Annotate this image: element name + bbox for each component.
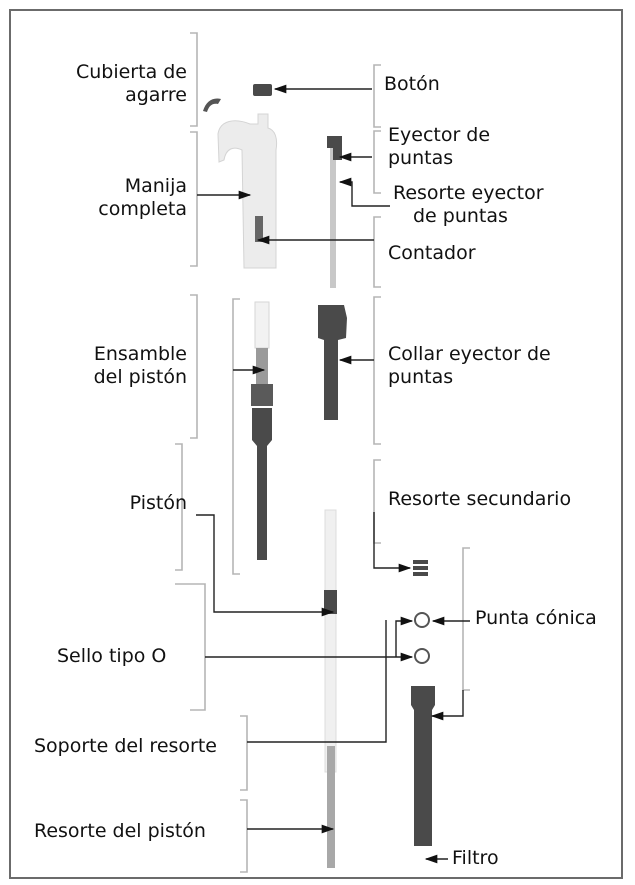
piston-assembly-seal (251, 384, 273, 406)
label-ensamble-line1: Ensamble (93, 343, 187, 365)
button-part (253, 84, 272, 96)
grip-cover-part (203, 98, 221, 112)
label-manija-line1: Manija (124, 175, 187, 197)
label-collar-eyector: Collar eyector de puntas (388, 343, 551, 389)
tip-ejector-head (327, 136, 342, 160)
leader-lines (196, 84, 470, 864)
label-resorte-eyector-line1: Resorte eyector (393, 182, 544, 204)
secondary-spring-part (413, 560, 428, 576)
label-ensamble-del-piston: Ensamble del pistón (94, 343, 187, 389)
label-collar-line1: Collar eyector de (388, 343, 551, 365)
piston-assembly-top (254, 301, 270, 349)
label-punta-conica: Punta cónica (475, 607, 597, 629)
label-resorte-del-piston: Resorte del pistón (34, 820, 206, 842)
label-piston: Pistón (129, 492, 187, 514)
piston-assembly-body (252, 408, 272, 560)
left-brackets (175, 32, 248, 873)
ejector-collar-part (318, 305, 347, 420)
label-cubierta-line1: Cubierta de (75, 61, 187, 83)
label-eyector-line2: puntas (388, 147, 454, 169)
label-boton: Botón (384, 73, 440, 95)
tip-ejector-part (330, 138, 336, 288)
label-resorte-eyector-line2: de puntas (413, 205, 508, 227)
label-filtro: Filtro (452, 847, 499, 869)
label-cubierta-line2: agarre (125, 84, 187, 106)
label-eyector-line1: Eyector de (388, 124, 491, 146)
label-soporte-del-resorte: Soporte del resorte (34, 735, 217, 757)
piston-assembly-rod (256, 348, 268, 384)
handle-part (217, 113, 278, 269)
label-ensamble-line2: del pistón (93, 366, 187, 388)
o-ring-1-part (414, 612, 430, 628)
piston-part (324, 509, 337, 773)
right-brackets (232, 64, 470, 691)
label-collar-line2: puntas (388, 366, 454, 388)
label-manija-line2: completa (98, 198, 187, 220)
o-ring-2-part (414, 648, 430, 664)
counter-part (255, 216, 263, 242)
label-contador: Contador (388, 242, 476, 264)
label-sello-tipo-o: Sello tipo O (57, 645, 167, 667)
piston-spring-part (327, 746, 335, 868)
diagram-frame (9, 9, 623, 879)
piston-part-band (324, 590, 337, 614)
label-manija-completa: Manija completa (98, 175, 187, 221)
label-eyector-de-puntas: Eyector de puntas (388, 124, 490, 170)
label-cubierta-de-agarre: Cubierta de agarre (76, 61, 187, 107)
label-resorte-eyector: Resorte eyector de puntas (393, 182, 544, 228)
conical-tip-part (411, 686, 435, 846)
label-resorte-secundario: Resorte secundario (388, 488, 572, 510)
